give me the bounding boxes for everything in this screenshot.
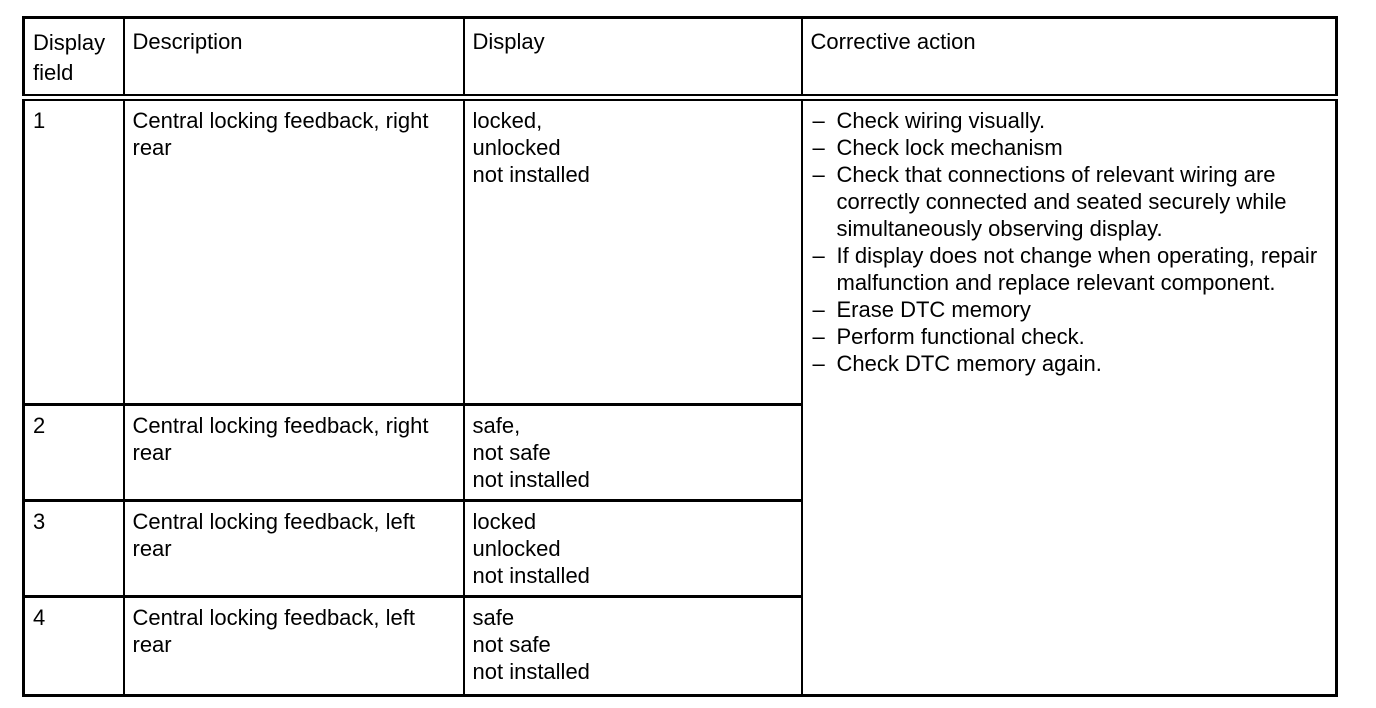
display-value: safe — [472, 605, 515, 630]
display-field-number: 1 — [22, 96, 125, 406]
display-values-cell: locked, unlocked not installed — [462, 96, 803, 406]
corrective-action-item: – Erase DTC memory — [811, 296, 1328, 323]
display-value: not safe — [472, 440, 551, 465]
description-cell: Central locking feedback, right rear — [122, 96, 465, 406]
description-cell: Central locking feedback, right rear — [122, 403, 465, 502]
display-field-number: 3 — [22, 499, 125, 598]
table-row-4: 4 Central locking feedback, left rear sa… — [22, 595, 1337, 697]
display-field-number: 2 — [22, 403, 125, 502]
dash-bullet: – — [812, 297, 825, 322]
col-header-display-field: Display field — [22, 16, 125, 101]
dash-bullet: – — [812, 108, 825, 133]
display-value: unlocked — [472, 536, 561, 561]
corrective-action-text: Check wiring visually. — [836, 108, 1046, 133]
corrective-action-item: – Perform functional check. — [811, 323, 1328, 350]
dash-bullet: – — [812, 351, 825, 376]
corrective-action-cell: – Check wiring visually. – Check lock me… — [800, 96, 1338, 697]
dash-bullet: – — [812, 243, 825, 268]
col-header-corrective-action: Corrective action — [800, 16, 1338, 101]
corrective-action-item: – Check DTC memory again. — [811, 350, 1328, 377]
diagnostic-table: Display field Description Display Correc… — [22, 16, 1338, 697]
dash-bullet: – — [812, 162, 825, 187]
corrective-action-item: – Check that connections of relevant wir… — [811, 161, 1328, 242]
display-value: unlocked — [472, 135, 561, 160]
col-header-description: Description — [122, 16, 465, 101]
corrective-action-text: Check that connections of relevant wirin… — [836, 162, 1287, 241]
corrective-action-text: Check DTC memory again. — [836, 351, 1102, 376]
table-row-1: 1 Central locking feedback, right rear l… — [22, 96, 1338, 697]
display-value: locked, — [472, 108, 543, 133]
dash-bullet: – — [812, 135, 825, 160]
display-value: safe, — [472, 413, 521, 438]
display-values-cell: locked unlocked not installed — [462, 499, 803, 598]
display-value: locked — [472, 509, 537, 534]
corrective-action-item: – Check wiring visually. — [811, 107, 1328, 134]
table-header-row: Display field Description Display Correc… — [22, 16, 1338, 101]
col-header-display: Display — [462, 16, 803, 101]
description-cell: Central locking feedback, left rear — [122, 595, 465, 697]
display-value: not installed — [472, 467, 590, 492]
corrective-action-text: Check lock mechanism — [836, 135, 1063, 160]
display-field-number: 4 — [22, 595, 125, 697]
table-row-2: 2 Central locking feedback, right rear s… — [22, 403, 1337, 502]
dash-bullet: – — [812, 324, 825, 349]
description-cell: Central locking feedback, left rear — [122, 499, 465, 598]
display-values-cell: safe, not safe not installed — [462, 403, 803, 502]
corrective-action-text: Erase DTC memory — [836, 297, 1031, 322]
display-value: not safe — [472, 632, 551, 657]
display-value: not installed — [472, 659, 590, 684]
display-value: not installed — [472, 563, 590, 588]
corrective-action-item: – If display does not change when operat… — [811, 242, 1328, 296]
corrective-action-text: If display does not change when operatin… — [836, 243, 1318, 295]
display-value: not installed — [472, 162, 590, 187]
corrective-action-text: Perform functional check. — [836, 324, 1085, 349]
corrective-action-item: – Check lock mechanism — [811, 134, 1328, 161]
table-row-3: 3 Central locking feedback, left rear lo… — [22, 499, 1337, 598]
display-values-cell: safe not safe not installed — [462, 595, 803, 697]
